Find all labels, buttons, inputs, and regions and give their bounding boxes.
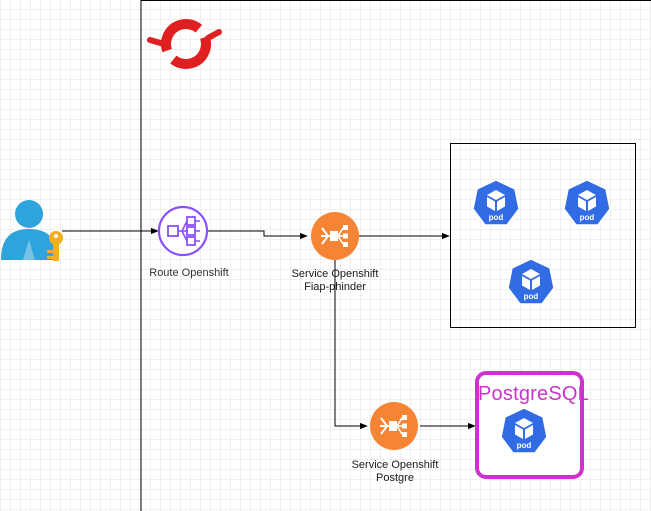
service-app-label-line1: Service Openshift xyxy=(291,268,379,280)
service-db-label-line1: Service Openshift xyxy=(351,459,439,471)
service-db-label: Service Openshift Postgre xyxy=(352,459,439,485)
postgres-title: PostgreSQL xyxy=(478,383,589,405)
user-key-icon xyxy=(1,200,63,261)
pod-label: pod xyxy=(489,213,504,222)
pod-label: pod xyxy=(524,292,539,301)
service-app-icon xyxy=(310,211,360,261)
service-db-icon xyxy=(369,401,419,451)
pod-label: pod xyxy=(517,441,532,450)
service-db-label-line2: Postgre xyxy=(376,472,414,484)
openshift-cluster-frame xyxy=(140,0,651,511)
service-app-label: Service Openshift Fiap-phinder xyxy=(292,268,379,294)
connector-service-app-service-db xyxy=(334,260,368,430)
pods-group-frame xyxy=(450,143,636,328)
service-app-label-line2: Fiap-phinder xyxy=(304,281,366,293)
pod-label: pod xyxy=(580,213,595,222)
route-label: Route Openshift xyxy=(149,267,229,279)
connector-route-service-app xyxy=(208,230,308,240)
openshift-logo-icon xyxy=(147,19,222,69)
load-balancer-icon xyxy=(157,205,209,257)
